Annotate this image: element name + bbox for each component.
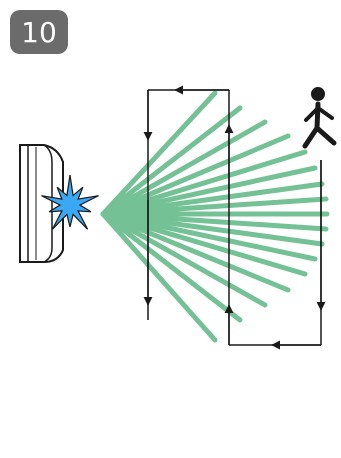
walking-person-icon bbox=[305, 87, 334, 146]
detection-beams bbox=[103, 93, 327, 340]
detection-beam bbox=[103, 122, 265, 214]
detection-beam bbox=[103, 214, 265, 305]
